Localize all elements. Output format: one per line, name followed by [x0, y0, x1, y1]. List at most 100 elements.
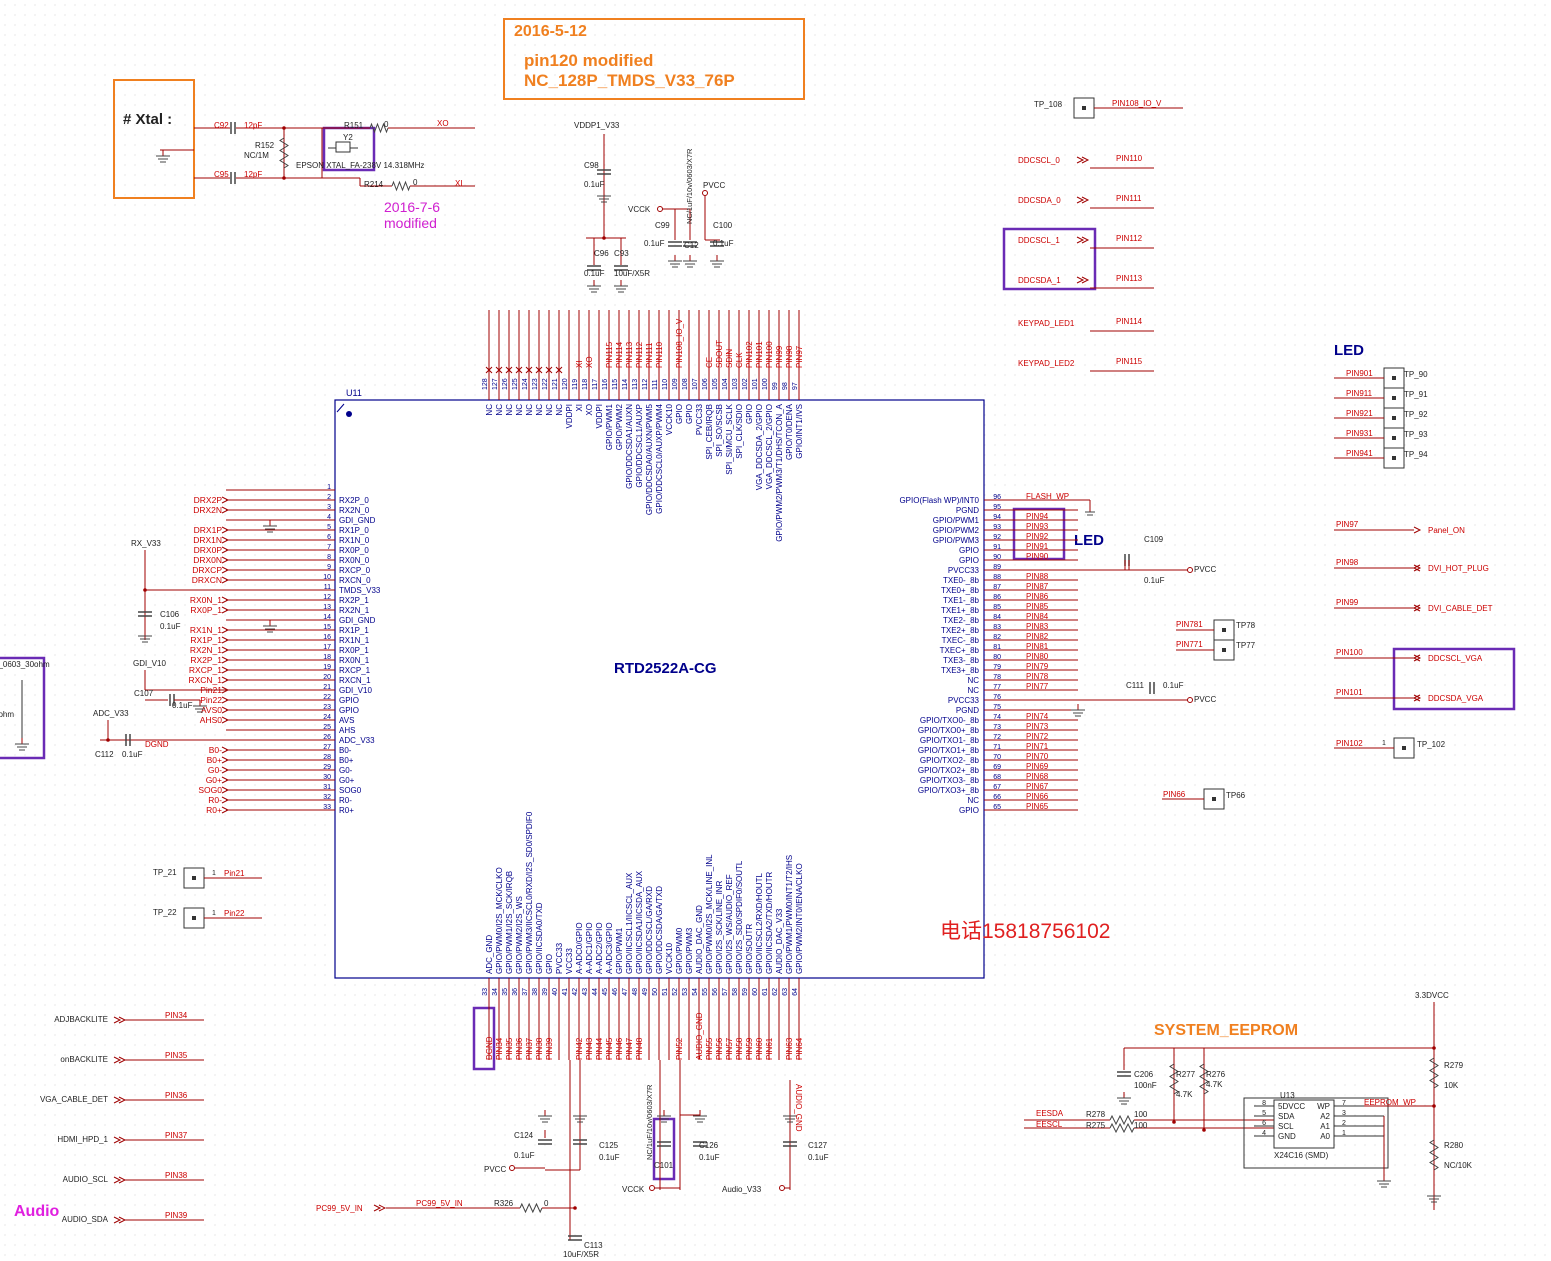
net-port-pin: PIN34	[165, 1011, 188, 1020]
eeprom-title: SYSTEM_EEPROM	[1154, 1022, 1298, 1039]
pin-number: 48	[632, 988, 639, 996]
pin-number: 69	[993, 764, 1001, 771]
pin-number: 104	[722, 378, 729, 390]
net-label: RX2N_1	[190, 645, 222, 655]
led-pin: PIN901	[1346, 369, 1373, 378]
test-point-pad	[1222, 628, 1226, 632]
test-point-pad	[1392, 416, 1396, 420]
vcck-bottom: VCCK	[622, 1185, 645, 1194]
eeprom-pin-number: 6	[1262, 1120, 1266, 1127]
net-label: PIN93	[1026, 522, 1049, 531]
chip-name: RTD2522A-CG	[614, 660, 717, 677]
eeprom-vcc: 3.3DVCC	[1415, 991, 1449, 1000]
pin-number: 39	[542, 988, 549, 996]
net-label: PIN88	[1026, 572, 1049, 581]
port-arrow	[1081, 236, 1090, 244]
pin-number: 82	[993, 634, 1001, 641]
net-label: R0-	[208, 795, 222, 805]
pin-name: NC	[515, 404, 524, 416]
port-arrow	[221, 746, 230, 754]
ddc-port-name: DDCSCL_1	[1018, 236, 1060, 245]
pin771: PIN771	[1176, 640, 1203, 649]
test-point-pad	[1212, 797, 1216, 801]
pin-name: TXE2-_8b	[943, 616, 980, 625]
net-label: PIN47	[625, 1037, 634, 1060]
pin-name: SPI_SO/SCSB	[715, 404, 724, 457]
pin-number: 124	[522, 378, 529, 390]
pin-number: 5	[327, 524, 331, 531]
net-label: PIN35	[505, 1037, 514, 1060]
highlight-ddc1	[1002, 227, 1097, 291]
pin-name: RX2N_1	[339, 606, 370, 615]
pin-name: RXCN_1	[339, 676, 371, 685]
net-label: PIN43	[585, 1037, 594, 1060]
eeprom-pin-number: 3	[1342, 1110, 1346, 1117]
pin-number: 29	[323, 764, 331, 771]
c106: C106	[160, 610, 180, 619]
xtal-mod-date: 2016-7-6	[384, 199, 440, 215]
nc-mark	[515, 366, 523, 374]
net-label: AVS0	[201, 705, 222, 715]
net-label: CE	[705, 357, 714, 368]
pin-name: VDDPI	[565, 404, 574, 428]
pin-name: GDI_GND	[339, 616, 376, 625]
port-circle	[1187, 567, 1193, 573]
net-label: PIN102	[745, 341, 754, 368]
port-arrow	[221, 536, 230, 544]
pin-name: A-ADC1/GPIO	[585, 922, 594, 974]
pin-name: XO	[585, 404, 594, 416]
pin-name: GPIO/IICSCL2/RXD/HOUTL	[755, 873, 764, 974]
port-arrow	[113, 1176, 122, 1184]
c206: C206	[1134, 1070, 1154, 1079]
pin-number: 113	[632, 379, 639, 390]
net-port-pin: PIN37	[165, 1131, 188, 1140]
net-label: PIN72	[1026, 732, 1049, 741]
pin-number: 32	[323, 794, 331, 801]
net-label: XO	[585, 356, 594, 368]
pin-name: NC	[545, 404, 554, 416]
c101-value: NC/1uF/10v/0603/X7R	[645, 1084, 654, 1160]
net-label: RXCP_1	[189, 665, 222, 675]
vcck-top: VCCK	[628, 205, 651, 214]
pin-name: VCCK10	[665, 403, 674, 435]
adc-v33-label: ADC_V33	[93, 709, 129, 718]
port-circle	[657, 206, 663, 212]
port-arrow	[221, 626, 230, 634]
pin-number: 115	[612, 379, 619, 390]
pin-name: GPIO	[545, 954, 554, 974]
pin-name: GPIO/DDCSDA/GA/TXD	[655, 886, 664, 974]
pin-number: 127	[492, 378, 499, 390]
led-tp: TP_90	[1404, 370, 1428, 379]
pin-number: 118	[582, 379, 589, 390]
xtal-c95-value: 12pF	[244, 170, 262, 179]
pin-number: 43	[582, 988, 589, 996]
pin-number: 9	[327, 564, 331, 571]
highlight-left-partial	[0, 656, 46, 760]
port-arrow	[221, 526, 230, 534]
net-label: PIN66	[1026, 792, 1049, 801]
pin-name: TXE0-_8b	[943, 576, 980, 585]
port-arrow	[221, 706, 230, 714]
ddc-port-name: DDCSDA_1	[1018, 276, 1061, 285]
test-point-pad	[1392, 396, 1396, 400]
led-tp: TP_93	[1404, 430, 1428, 439]
pin-number: 22	[323, 694, 331, 701]
pin-number: 62	[772, 988, 779, 996]
port-arrow	[221, 696, 230, 704]
pin-number: 73	[993, 724, 1001, 731]
pin-name: RX1N_1	[339, 636, 370, 645]
pin-number: 75	[993, 704, 1001, 711]
pin-number: 78	[993, 674, 1001, 681]
port-arrow	[221, 716, 230, 724]
pvcc-bottom: PVCC	[484, 1165, 506, 1174]
c126-value: 0.1uF	[699, 1153, 720, 1162]
port-arrow	[221, 656, 230, 664]
net-label: CLK	[735, 352, 744, 368]
net-label: PIN78	[1026, 672, 1049, 681]
net-label: B0-	[209, 745, 222, 755]
eeprom-pin-number: 1	[1342, 1130, 1346, 1137]
port-arrow	[1412, 654, 1421, 662]
c111-value: 0.1uF	[1163, 681, 1184, 690]
pin-number: 54	[692, 988, 699, 996]
r276-value: 4.7K	[1206, 1080, 1223, 1089]
